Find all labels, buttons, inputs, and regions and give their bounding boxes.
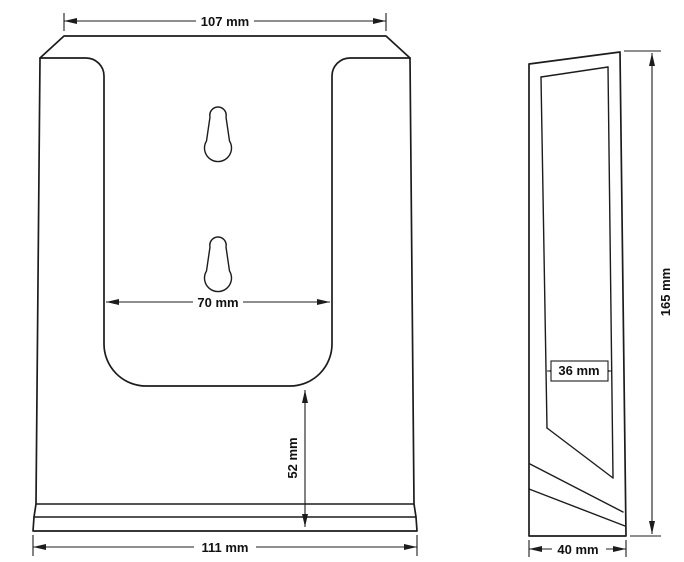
side-view-base-edge-lower <box>528 488 626 527</box>
dimension-label-inner-width: 70 mm <box>197 295 238 310</box>
side-view-outer-outline <box>528 51 627 537</box>
dimension-front-top-width: 107 mm <box>63 12 387 31</box>
front-pocket-scoop <box>39 57 411 387</box>
side-view-drawing <box>528 51 627 537</box>
front-view-drawing <box>32 35 418 532</box>
keyhole-slot-bottom-icon <box>203 236 233 293</box>
label-background <box>194 538 256 555</box>
front-view-outer-outline <box>32 35 418 532</box>
side-view-inner-front-edge <box>540 76 548 429</box>
label-background <box>552 540 606 557</box>
dimension-label-inner-depth: 36 mm <box>558 363 599 378</box>
dimension-front-bottom-width: 111 mm <box>32 535 418 556</box>
dimension-front-lip-height: 52 mm <box>285 390 308 527</box>
dimension-side-bottom-depth: 40 mm <box>528 540 627 557</box>
dimension-label-height: 165 mm <box>658 268 673 316</box>
keyhole-slot-top-icon <box>203 106 233 163</box>
side-view-base-edge-upper <box>529 463 624 513</box>
dimension-label-front-lip-height: 52 mm <box>285 437 300 478</box>
side-view-cavity-floor <box>546 427 614 479</box>
label-background <box>196 12 254 29</box>
dimension-side-inner-depth: 36 mm <box>547 360 612 382</box>
dimension-label-bottom-depth: 40 mm <box>557 542 598 557</box>
side-view-inner-back-edge <box>607 66 614 479</box>
dimension-label-bottom-width: 111 mm <box>202 540 249 555</box>
side-view-inner-top-edge <box>540 66 609 78</box>
dimension-front-inner-width: 70 mm <box>106 293 330 310</box>
dimension-side-height: 165 mm <box>624 50 673 537</box>
dimension-label-top-width: 107 mm <box>201 14 249 29</box>
label-background <box>193 293 243 310</box>
label-box <box>550 360 609 382</box>
